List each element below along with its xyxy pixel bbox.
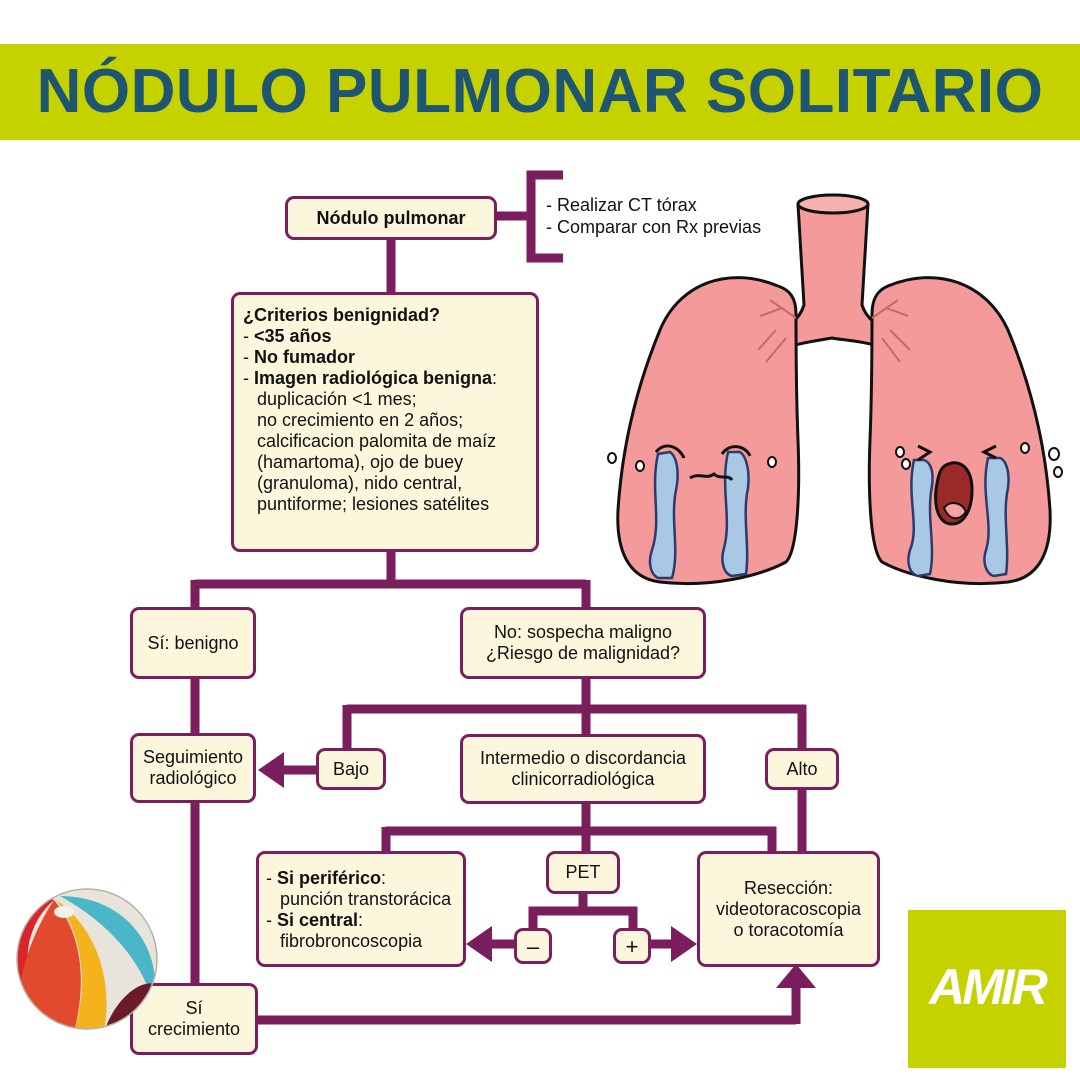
si-benigno-box: Sí: benigno: [130, 607, 256, 679]
pet-label: PET: [565, 862, 601, 882]
alto-label: Alto: [786, 758, 818, 779]
crecimiento-label: crecimiento: [147, 1019, 241, 1039]
periferico-central-box: - Si periférico: punción transtorácica -…: [256, 851, 466, 967]
fibrobroncoscopia: fibrobroncoscopia: [280, 931, 423, 951]
lungs-crying-illustration: [607, 193, 1063, 586]
minus-label: –: [526, 933, 540, 959]
riesgo-malignidad-label: ¿Riesgo de malignidad?: [485, 643, 681, 663]
seguimiento-box: Seguimiento radiológico: [130, 733, 256, 803]
nodulo-pulmonar-box: Nódulo pulmonar: [285, 196, 497, 240]
amir-logo: AMIR: [908, 910, 1066, 1068]
ct-notes: - Realizar CT tórax - Comparar con Rx pr…: [546, 194, 761, 238]
pet-box: PET: [546, 851, 620, 894]
note-ct-torax: - Realizar CT tórax: [546, 195, 697, 215]
criterios-heading: ¿Criterios benignidad?: [243, 305, 441, 325]
si-central: - Si central:: [266, 910, 364, 930]
toracotomia-label: o toracotomía: [733, 919, 844, 940]
amir-logo-text: AMIR: [929, 959, 1048, 1015]
plus-label: +: [625, 933, 639, 959]
bajo-box: Bajo: [316, 748, 386, 790]
radiologico-label: radiológico: [149, 768, 237, 788]
criterio-imagen: - Imagen radiológica benigna:: [243, 368, 498, 388]
note-comparar-rx: - Comparar con Rx previas: [546, 217, 762, 237]
sospecha-maligno-box: No: sospecha maligno ¿Riesgo de malignid…: [460, 607, 706, 679]
criterio-imagen-detalle: duplicación <1 mes; no crecimiento en 2 …: [257, 389, 497, 514]
si-label: Sí: [185, 998, 203, 1018]
criterio-fumador: - No fumador: [243, 347, 355, 367]
puncion-transtoracica: punción transtorácica: [280, 889, 452, 909]
intermedio-box: Intermedio o discordancia clinicorradiol…: [460, 734, 706, 804]
pet-negative-box: –: [514, 928, 552, 964]
criterios-benignidad-box: ¿Criterios benignidad? - <35 años - No f…: [231, 292, 539, 552]
seguimiento-label: Seguimiento: [142, 747, 244, 767]
title-banner: NÓDULO PULMONAR SOLITARIO: [0, 44, 1080, 140]
page-title: NÓDULO PULMONAR SOLITARIO: [36, 57, 1044, 126]
sospecha-maligno-label: No: sospecha maligno: [493, 622, 673, 642]
si-benigno-label: Sí: benigno: [147, 632, 239, 653]
beach-ball-icon: [16, 888, 158, 1030]
clinicorradiologica-label: clinicorradiológica: [511, 769, 655, 789]
videotoracoscopia-label: videotoracoscopia: [715, 898, 862, 919]
alto-box: Alto: [765, 748, 839, 790]
reseccion-box: Resección: videotoracoscopia o toracotom…: [697, 851, 880, 967]
bajo-label: Bajo: [332, 758, 370, 779]
nodulo-pulmonar-label: Nódulo pulmonar: [316, 207, 466, 228]
reseccion-label: Resección:: [743, 877, 834, 898]
criterio-edad: - <35 años: [243, 326, 332, 346]
si-periferico: - Si periférico:: [266, 868, 387, 888]
si-crecimiento-box: Sí crecimiento: [130, 983, 258, 1055]
pet-positive-box: +: [613, 928, 651, 964]
intermedio-label: Intermedio o discordancia: [479, 748, 687, 768]
